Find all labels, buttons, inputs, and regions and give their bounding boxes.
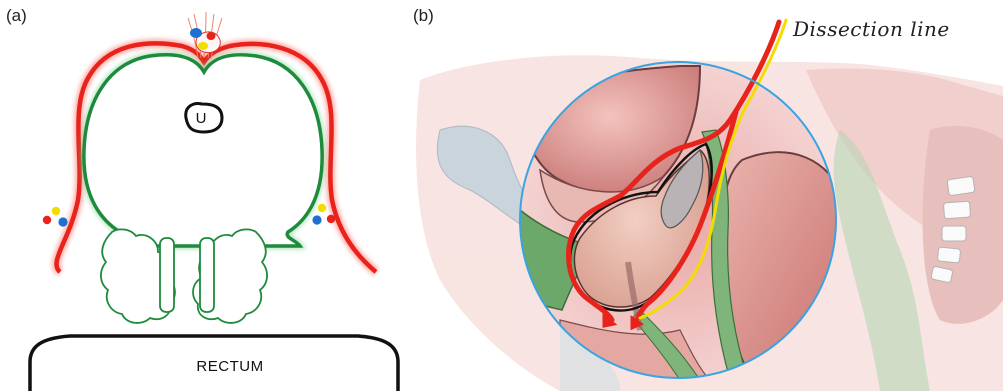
rectum-label: RECTUM	[130, 358, 330, 375]
left-neurovascular-bundle	[43, 207, 68, 227]
panel-b-label: (b)	[413, 6, 434, 26]
panel-a-label: (a)	[6, 6, 27, 26]
urethra-label: U	[188, 110, 214, 127]
dissection-line-label: Dissection line	[793, 17, 950, 41]
prostate-capsule	[84, 55, 322, 246]
